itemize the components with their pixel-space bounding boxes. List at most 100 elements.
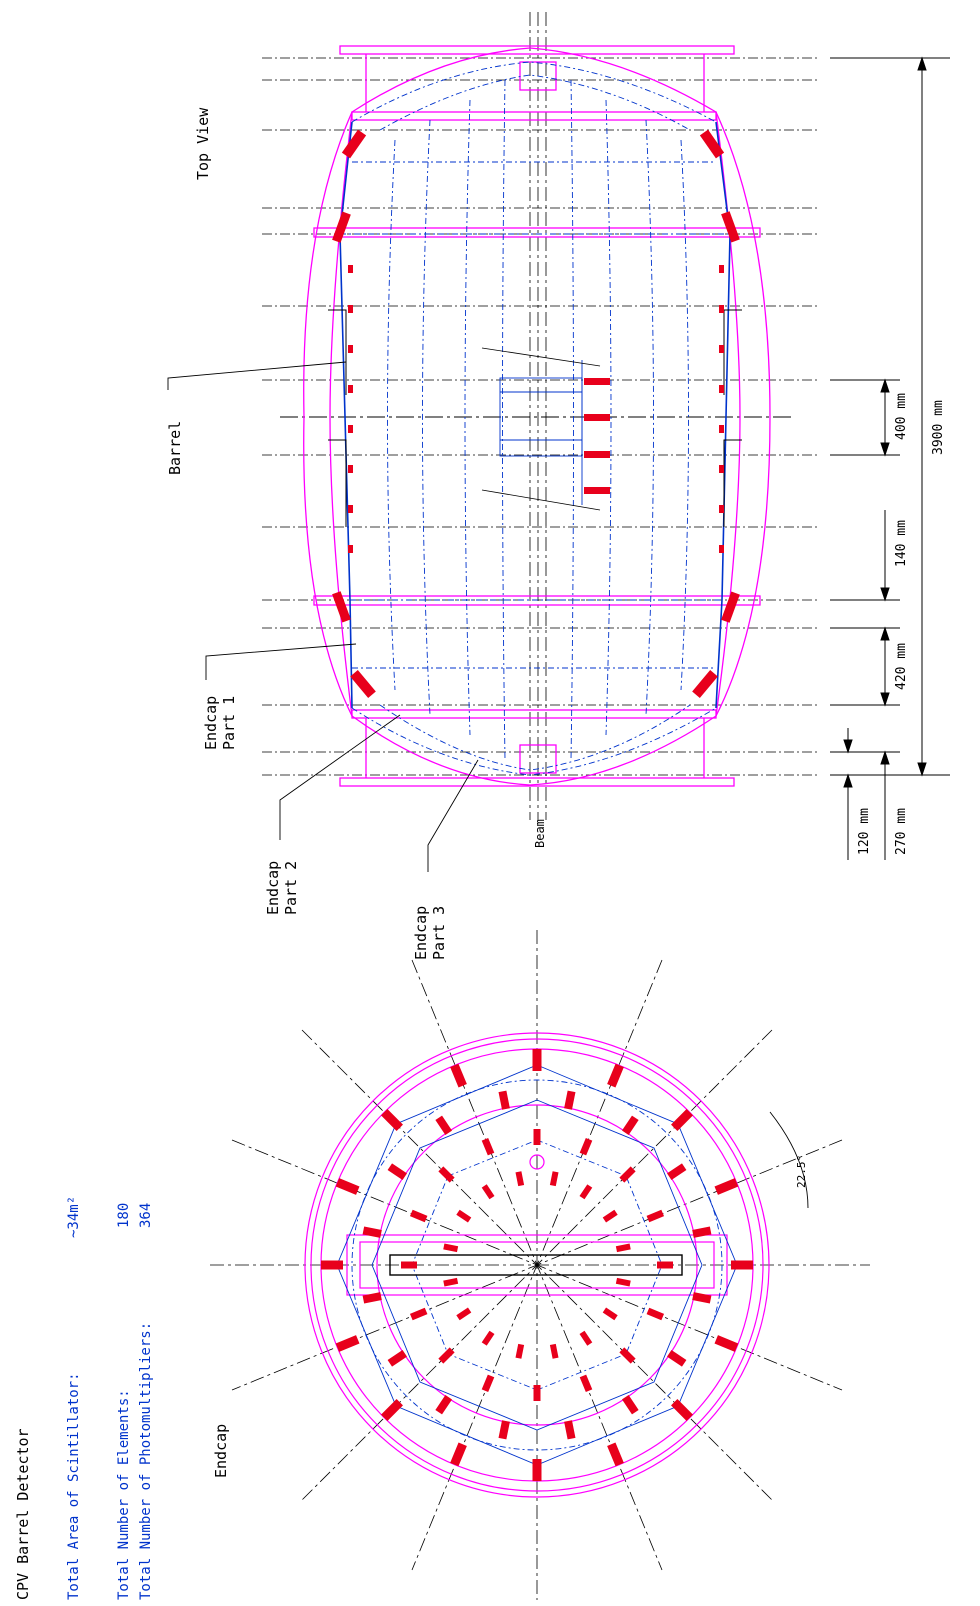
- photomultiplier-mark: [481, 1374, 495, 1393]
- photomultiplier-mark: [435, 1115, 453, 1136]
- dim-140: 140 mm: [894, 520, 909, 567]
- photomultiplier-mark: [450, 1442, 467, 1467]
- photomultiplier-mark: [615, 1277, 631, 1287]
- dim-overall: 3900 mm: [931, 400, 946, 455]
- photomultiplier-mark: [533, 1129, 541, 1145]
- endcap-photomultipliers: [321, 1049, 753, 1481]
- top-view-structure: [339, 61, 731, 776]
- photomultiplier-mark: [443, 1277, 459, 1287]
- top-view-outer-vessel: [303, 45, 771, 787]
- photomultiplier-mark: [602, 1209, 618, 1223]
- photomultipliers-label: Total Number of Photomultipliers:: [138, 1322, 154, 1600]
- photomultiplier-mark: [549, 1171, 559, 1187]
- dim-270: 270 mm: [894, 808, 909, 855]
- photomultiplier-mark: [515, 1171, 525, 1187]
- endcap-view-title: Endcap: [212, 1424, 230, 1478]
- dim-120: 120 mm: [857, 808, 872, 855]
- angle-label: 22.5°: [795, 1155, 808, 1188]
- photomultiplier-mark: [481, 1184, 495, 1200]
- photomultiplier-mark: [532, 1459, 542, 1481]
- photomultiplier-mark: [607, 1063, 624, 1088]
- barrel-brackets: [328, 309, 742, 527]
- photomultiplier-mark: [607, 1442, 624, 1467]
- photomultiplier-mark: [646, 1307, 665, 1321]
- photomultiplier-mark: [387, 1349, 408, 1367]
- photomultiplier-mark: [579, 1137, 593, 1156]
- dim-420: 420 mm: [894, 643, 909, 690]
- photomultiplier-mark: [621, 1115, 639, 1136]
- photomultiplier-mark: [666, 1163, 687, 1181]
- photomultiplier-mark: [381, 1109, 403, 1131]
- photomultiplier-mark: [362, 1292, 382, 1304]
- photomultiplier-mark: [666, 1349, 687, 1367]
- photomultiplier-mark: [387, 1163, 408, 1181]
- photomultiplier-mark: [579, 1374, 593, 1393]
- photomultiplier-mark: [579, 1330, 593, 1346]
- beam-axis: [529, 12, 547, 820]
- dim-400: 400 mm: [894, 393, 909, 440]
- photomultiplier-mark: [438, 1347, 455, 1364]
- endcap-view-drawing: [210, 930, 870, 1600]
- photomultiplier-mark: [335, 1335, 360, 1352]
- angle-arc: [769, 1111, 809, 1209]
- endcap-part3-label-line2: Part 3: [430, 906, 448, 960]
- photomultiplier-mark: [381, 1399, 403, 1421]
- label-leaders: [167, 361, 479, 872]
- photomultiplier-mark: [657, 1261, 673, 1269]
- top-view-labels: Top View Barrel Endcap Part 1 Endcap Par…: [166, 107, 946, 960]
- photomultiplier-mark: [692, 1292, 712, 1304]
- photomultipliers-value: 364: [138, 1203, 154, 1228]
- info-block: CPV Barrel Detector Total Area of Scinti…: [14, 1196, 154, 1600]
- photomultiplier-mark: [714, 1335, 739, 1352]
- top-view-title: Top View: [194, 107, 212, 180]
- photomultiplier-mark: [443, 1243, 459, 1253]
- endcap-part2-label-line1: Endcap: [264, 861, 282, 915]
- photomultiplier-mark: [456, 1307, 472, 1321]
- photomultiplier-mark: [456, 1209, 472, 1223]
- beam-label: Beam: [533, 819, 547, 848]
- photomultiplier-mark: [619, 1347, 636, 1364]
- photomultiplier-mark: [498, 1420, 510, 1440]
- photomultiplier-mark: [615, 1243, 631, 1253]
- photomultiplier-mark: [450, 1063, 467, 1088]
- photomultiplier-mark: [532, 1049, 542, 1071]
- endcap-part2-label-line2: Part 2: [282, 861, 300, 915]
- photomultiplier-mark: [321, 1260, 343, 1270]
- scintillator-area-value: ~34m²: [66, 1196, 82, 1238]
- center-pointers: [481, 347, 601, 511]
- endcap-center-slot: [389, 1254, 683, 1276]
- photomultiplier-mark: [602, 1307, 618, 1321]
- photomultiplier-mark: [438, 1166, 455, 1183]
- endcap-part1-label-line2: Part 1: [220, 696, 238, 750]
- photomultiplier-mark: [409, 1209, 428, 1223]
- photomultiplier-mark: [731, 1260, 753, 1270]
- top-view-drawing: [167, 12, 950, 872]
- photomultiplier-mark: [692, 1226, 712, 1238]
- photomultiplier-mark: [564, 1420, 576, 1440]
- detector-title: CPV Barrel Detector: [14, 1428, 32, 1600]
- photomultiplier-mark: [619, 1166, 636, 1183]
- photomultiplier-mark: [579, 1184, 593, 1200]
- top-view-photomultipliers: [332, 129, 740, 698]
- photomultiplier-mark: [564, 1090, 576, 1110]
- elements-label: Total Number of Elements:: [116, 1389, 132, 1600]
- dimension-lines: [830, 56, 950, 860]
- photomultiplier-mark: [549, 1343, 559, 1359]
- photomultiplier-mark: [515, 1343, 525, 1359]
- photomultiplier-mark: [533, 1385, 541, 1401]
- elements-value: 180: [116, 1203, 132, 1228]
- photomultiplier-mark: [671, 1109, 693, 1131]
- scintillator-area-label: Total Area of Scintillator:: [66, 1372, 82, 1600]
- endcap-part1-label-line1: Endcap: [202, 696, 220, 750]
- photomultiplier-mark: [498, 1090, 510, 1110]
- endcap-radial-lines: [210, 930, 870, 1600]
- photomultiplier-mark: [646, 1209, 665, 1223]
- photomultiplier-mark: [481, 1330, 495, 1346]
- photomultiplier-mark: [401, 1261, 417, 1269]
- photomultiplier-mark: [435, 1394, 453, 1415]
- photomultiplier-mark: [671, 1399, 693, 1421]
- photomultiplier-mark: [621, 1394, 639, 1415]
- photomultiplier-mark: [481, 1137, 495, 1156]
- photomultiplier-mark: [335, 1178, 360, 1195]
